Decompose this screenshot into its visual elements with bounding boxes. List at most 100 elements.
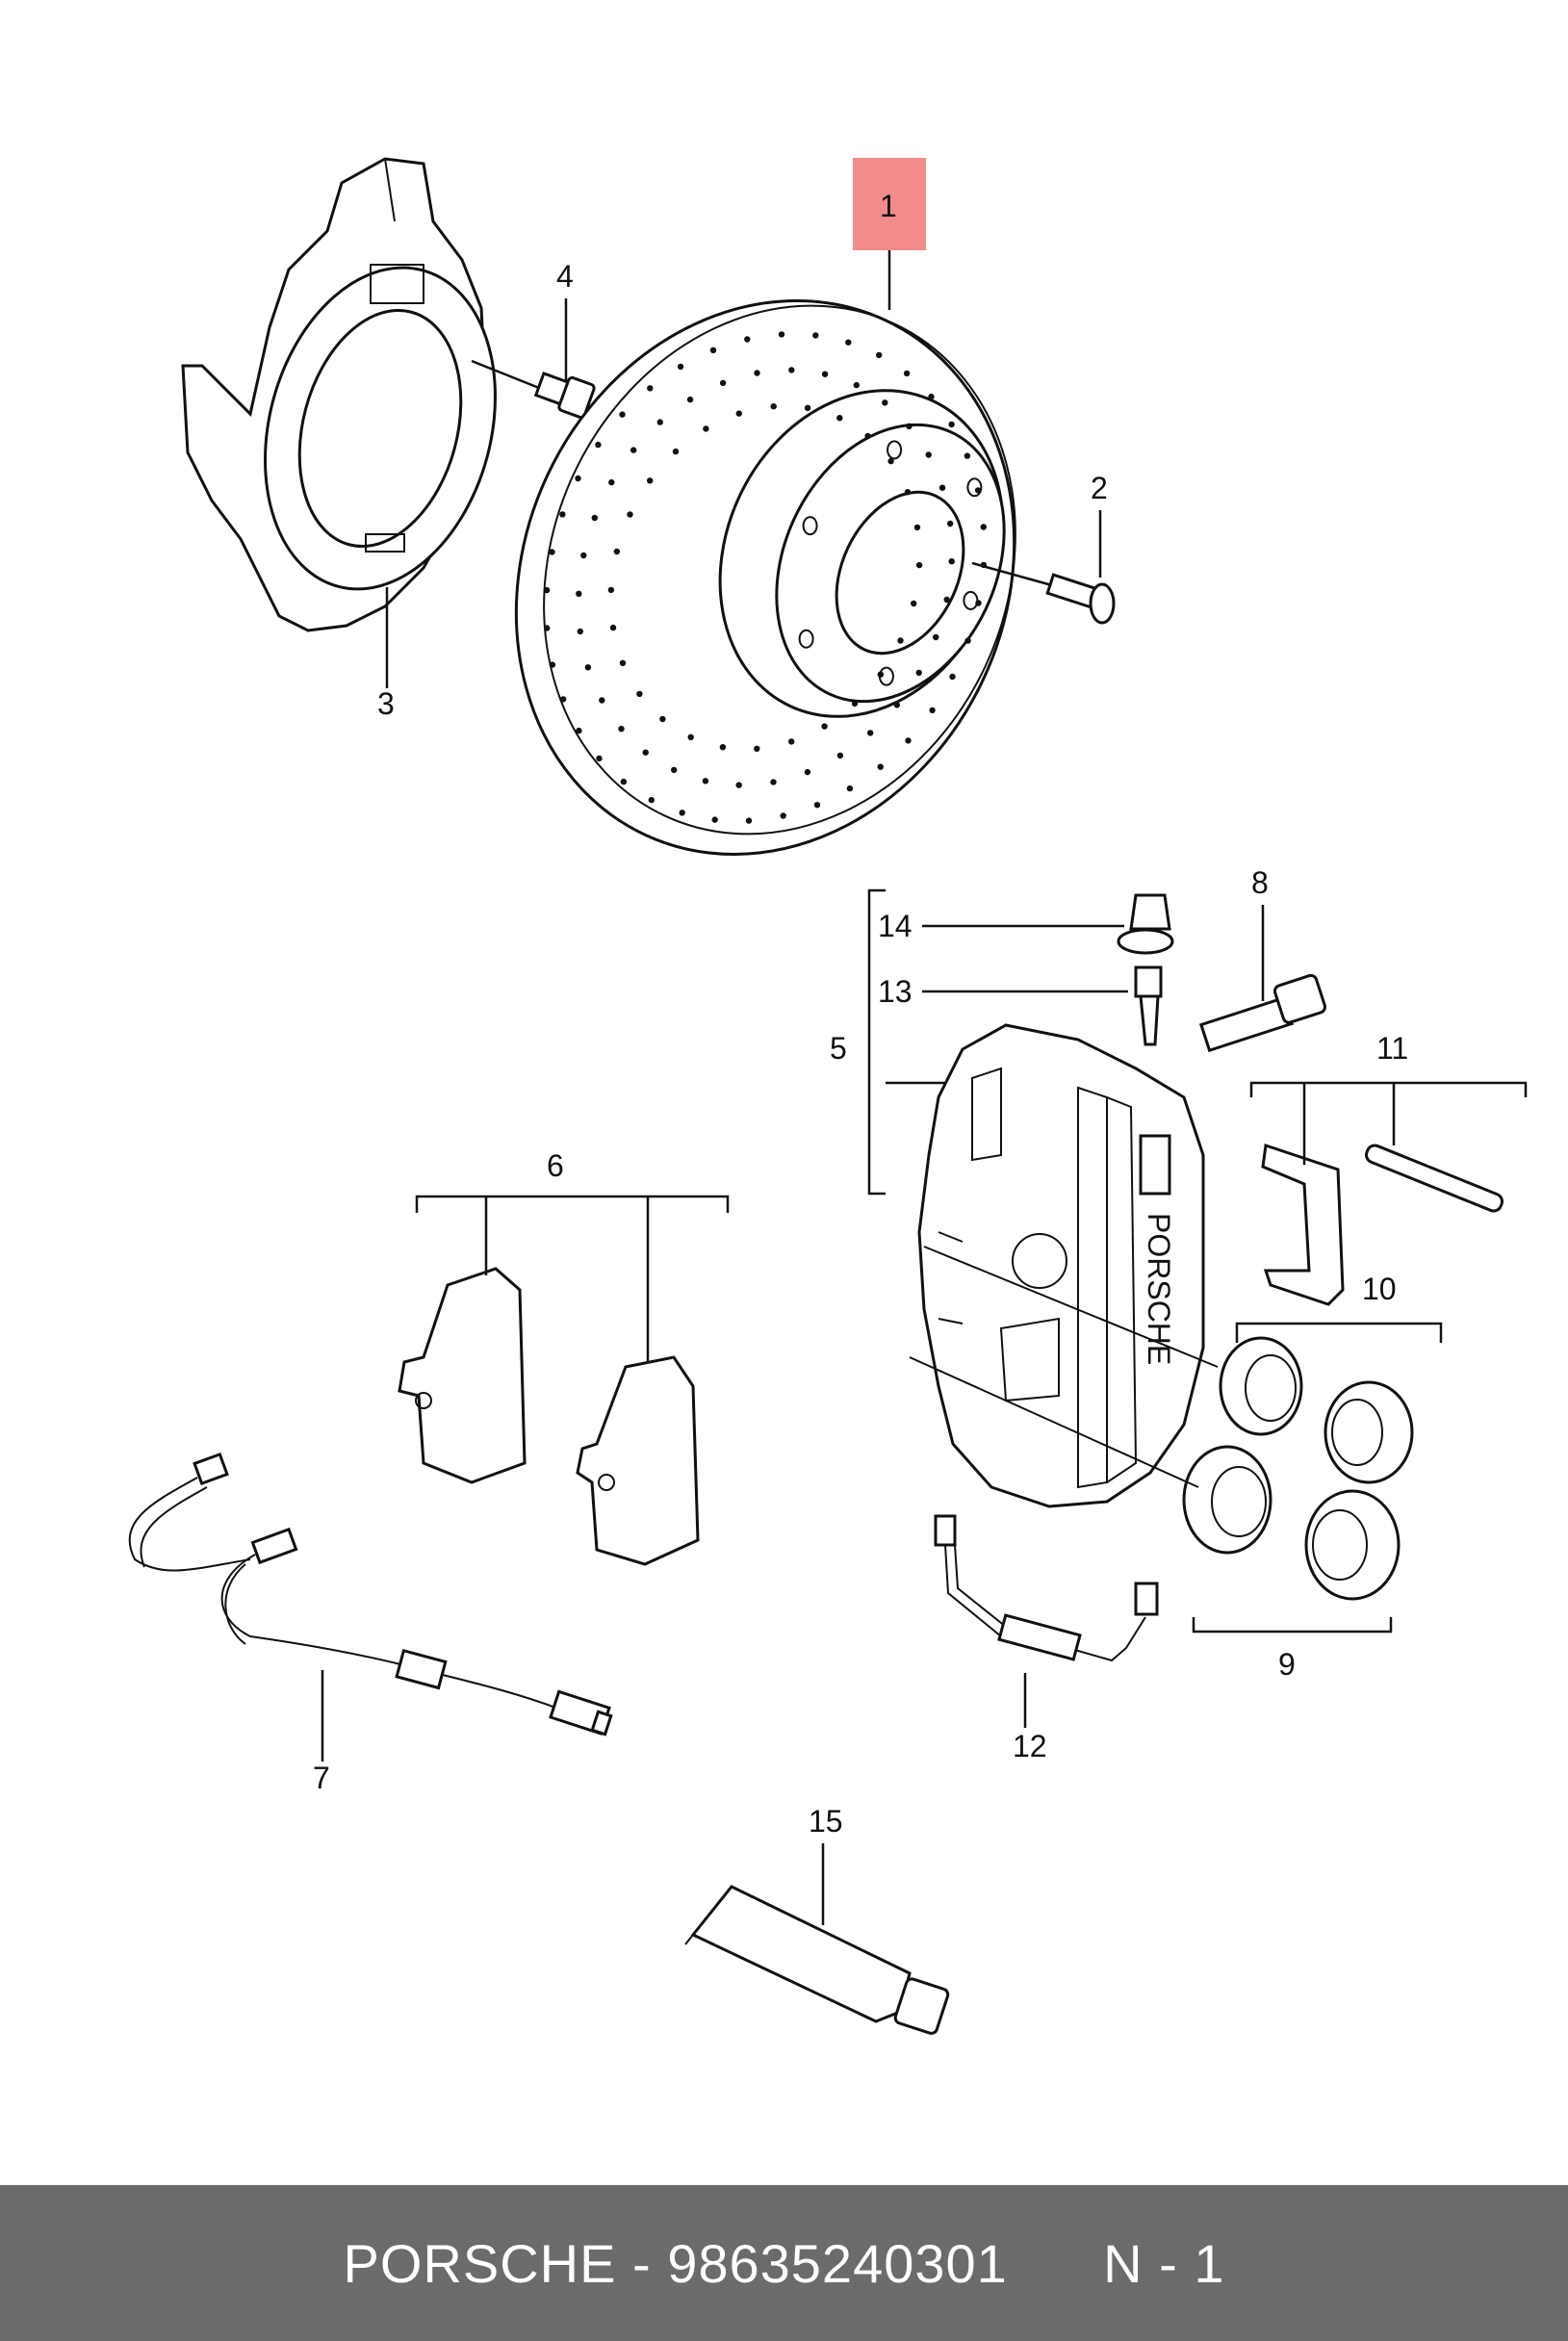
disc-hole	[702, 778, 709, 785]
disc-hole	[630, 447, 637, 453]
callout-6: 6	[547, 1148, 564, 1183]
disc-hole	[591, 514, 598, 522]
disc-hole	[949, 673, 956, 681]
disc-hole	[943, 596, 950, 604]
disc-hole	[836, 752, 844, 759]
callout-3: 3	[377, 686, 395, 721]
disc-hole	[882, 399, 888, 406]
disc-hole	[596, 755, 603, 762]
disc-hole	[677, 363, 684, 371]
disc-hole	[559, 511, 566, 518]
disc-hole	[903, 370, 911, 377]
disc-hole	[770, 403, 777, 410]
disc-hole	[836, 415, 843, 422]
disc-hole	[584, 664, 592, 671]
part-3-brake-shield[interactable]	[181, 157, 529, 632]
disc-hole	[754, 745, 760, 752]
disc-hole	[864, 432, 871, 440]
callout-2: 2	[1091, 471, 1108, 505]
disc-hole	[619, 411, 626, 418]
callout-1: 1	[880, 189, 897, 223]
disc-hole	[804, 768, 811, 776]
disc-hole	[709, 347, 717, 353]
part-2-disc-screw[interactable]	[971, 561, 1116, 625]
disc-hole	[929, 707, 936, 714]
disc-hole	[711, 816, 718, 823]
disc-hole	[897, 637, 904, 644]
disc-hole	[788, 738, 795, 745]
disc-hole	[754, 370, 760, 376]
disc-hole	[893, 702, 900, 708]
disc-hole	[887, 457, 894, 465]
part-13-bleeder-screw[interactable]	[1134, 965, 1163, 1046]
part-4-shield-bolt[interactable]	[471, 359, 596, 420]
hub-bolt-hole	[802, 516, 818, 536]
disc-hole	[620, 778, 628, 785]
disc-hole	[845, 339, 852, 346]
disc-hole	[659, 715, 666, 723]
part-7-wear-sensor[interactable]	[128, 1452, 613, 1736]
hub-bolt-hole	[887, 440, 903, 460]
disc-hole	[933, 633, 939, 641]
disc-hole	[780, 812, 786, 819]
disc-hole	[980, 524, 987, 530]
hub-bolt-hole	[798, 629, 814, 649]
part-9-pistons[interactable]	[1182, 1445, 1401, 1601]
callout-10: 10	[1362, 1272, 1397, 1306]
callout-13: 13	[878, 974, 913, 1009]
disc-hole	[948, 421, 955, 428]
disc-hole	[672, 448, 680, 455]
disc-hole	[719, 379, 727, 387]
part-8-caliper-bolt[interactable]	[1198, 973, 1326, 1053]
disc-hole	[642, 749, 649, 756]
hub-bolt-hole	[963, 590, 979, 610]
disc-hole	[719, 744, 727, 751]
part-14-bleeder-cap[interactable]	[1117, 893, 1174, 955]
footer-bar: PORSCHE - 98635240301 N - 1	[0, 2185, 1568, 2341]
callout-7: 7	[313, 1761, 330, 1795]
disc-hole	[686, 396, 694, 403]
callout-1-highlight	[853, 158, 926, 250]
disc-hole	[687, 733, 694, 740]
disc-hole	[559, 696, 567, 703]
callout-11: 11	[1376, 1031, 1408, 1066]
disc-hole	[595, 441, 602, 449]
disc-hole	[913, 524, 921, 531]
part-1-brake-disc[interactable]	[427, 219, 1103, 937]
callout-8: 8	[1251, 865, 1269, 900]
disc-hole	[876, 351, 883, 359]
disc-hole	[648, 796, 655, 804]
part-12-brake-line[interactable]	[934, 1514, 1159, 1662]
disc-hole	[906, 423, 913, 429]
footer-position: N - 1	[1103, 2232, 1225, 2294]
brake-caliper[interactable]: PORSCHE	[917, 1023, 1205, 1508]
hub-bolt-hole	[878, 666, 894, 686]
callout-12: 12	[1013, 1729, 1047, 1763]
caliper-brand-text: PORSCHE	[1142, 1213, 1176, 1365]
disc-hole	[778, 331, 785, 338]
disc-hole	[575, 475, 581, 482]
disc-hole	[549, 549, 555, 555]
part-11-pad-spring-and-pin[interactable]	[1261, 1144, 1504, 1306]
callout-5: 5	[830, 1031, 847, 1066]
disc-hole	[599, 697, 605, 704]
disc-hole	[607, 586, 615, 594]
disc-hole	[656, 419, 663, 425]
disc-hole	[905, 737, 912, 744]
part-15-grease-tube[interactable]	[684, 1885, 950, 2035]
disc-hole	[577, 628, 583, 635]
disc-hole	[609, 624, 617, 631]
disc-hole	[735, 410, 742, 417]
callout-4: 4	[556, 259, 574, 294]
footer-part-number: 98635240301	[667, 2232, 1008, 2294]
disc-hole	[679, 810, 685, 816]
part-10-pistons[interactable]	[1219, 1336, 1414, 1484]
disc-hole	[925, 451, 932, 458]
part-6-brake-pads[interactable]	[398, 1267, 700, 1566]
disc-hole	[788, 367, 795, 373]
disc-hole	[580, 552, 587, 559]
disc-hole	[812, 332, 819, 339]
disc-hole	[928, 393, 935, 400]
disc-hole	[915, 561, 923, 569]
